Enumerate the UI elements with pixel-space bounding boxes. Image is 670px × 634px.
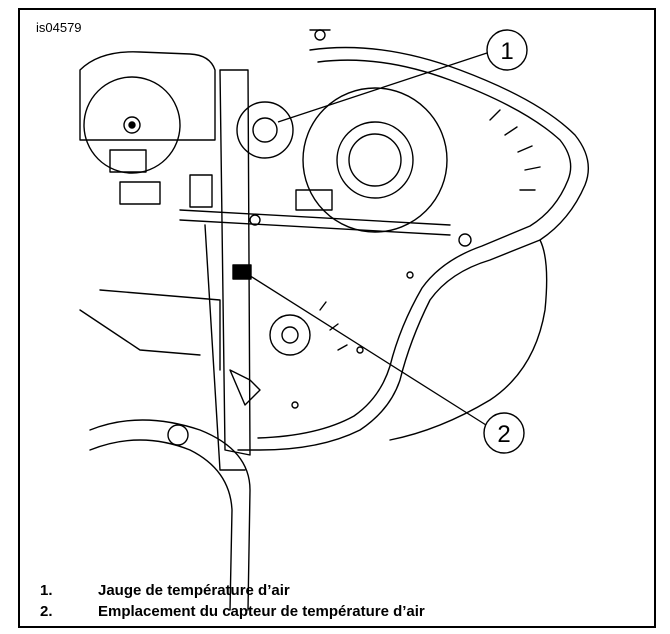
figure-id: is04579	[36, 20, 82, 35]
legend-number: 2.	[40, 603, 53, 620]
legend-text: Emplacement du capteur de température d’…	[98, 603, 425, 620]
legend-item: 2. Emplacement du capteur de température…	[40, 601, 425, 622]
callout-2: 2	[483, 412, 525, 454]
callout-1: 1	[486, 29, 528, 71]
legend-number: 1.	[40, 582, 53, 599]
svg-text:2: 2	[497, 421, 510, 448]
figure-frame: is04579	[18, 8, 656, 628]
legend-item: 1. Jauge de température d’air	[40, 580, 425, 601]
figure-legend: 1. Jauge de température d’air 2. Emplace…	[40, 580, 425, 622]
motorcycle-fairing-drawing: 1 2	[79, 29, 589, 611]
callout-1-leader	[277, 51, 491, 123]
svg-text:1: 1	[500, 38, 513, 65]
callout-2-leader	[243, 271, 487, 426]
legend-text: Jauge de température d’air	[98, 582, 290, 599]
